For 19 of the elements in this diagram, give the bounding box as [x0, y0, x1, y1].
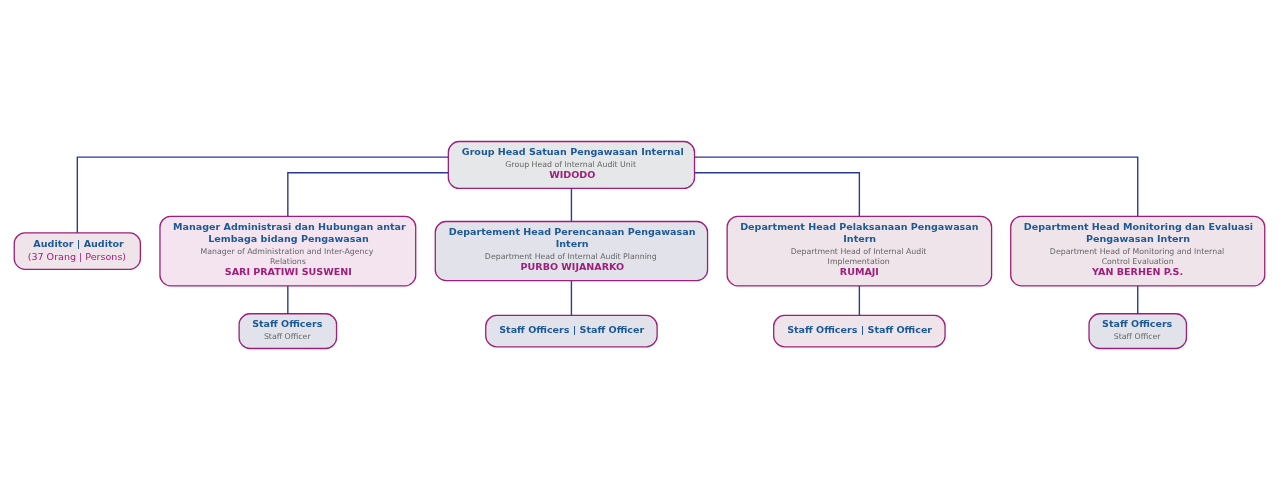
- connector: [287, 285, 289, 315]
- node-box: Auditor | Auditor (37 Orang | Persons): [13, 232, 142, 270]
- node-box: Staff Officers Staff Officer: [1088, 313, 1188, 350]
- connector: [1137, 285, 1139, 315]
- node-box: Group Head Satuan Pengawasan Internal Group Head of Internal Audit Unit WIDODO: [447, 140, 696, 190]
- node-box: Department Head Monitoring dan Evaluasi Pengawasan Intern Department Head of Monitoring and Internal Control Evaluation YAN BERHEN P.S.: [1010, 215, 1266, 287]
- connector: [570, 280, 573, 317]
- connector: [694, 172, 861, 217]
- node-box: Departement Head Perencanaan Pengawasan Intern Department Head of Internal Audit Planning PURBO WIJANARKO: [434, 220, 709, 282]
- connector: [570, 187, 573, 223]
- connector: [76, 156, 449, 234]
- connector: [287, 172, 449, 217]
- node-box: Staff Officers | Staff Officer: [773, 314, 946, 348]
- connector: [858, 285, 861, 317]
- node-box: Department Head Pelaksanaan Pengawasan Intern Department Head of Internal Audit Implementation RUMAJI: [726, 215, 993, 287]
- node-box: Staff Officers | Staff Officer: [485, 314, 658, 348]
- node-box: Manager Administrasi dan Hubungan antar Lembaga bidang Pengawasan Manager of Administration and Inter-Agency Relations SARI PRATIWI SUSWENI: [159, 215, 417, 287]
- connector: [693, 156, 1139, 217]
- node-box: Staff Officers Staff Officer: [238, 313, 338, 350]
